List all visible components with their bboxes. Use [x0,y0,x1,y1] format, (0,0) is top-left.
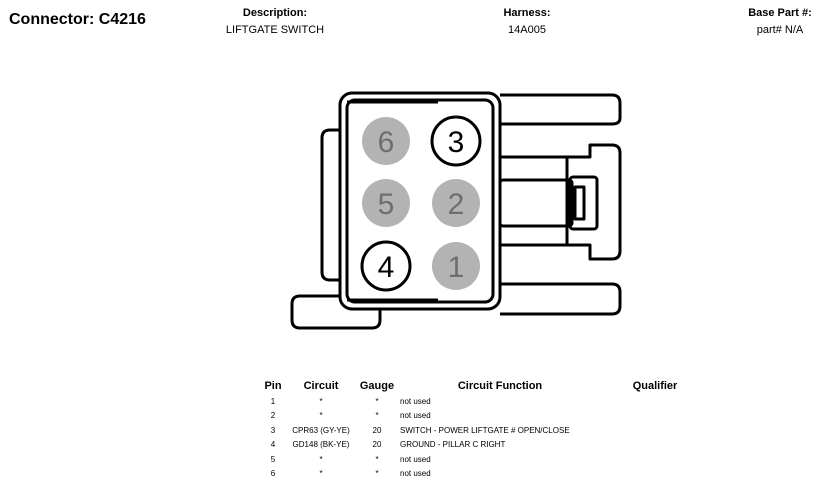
pin-5-cavity [362,179,410,227]
harness-value: 14A005 [508,24,546,36]
cell-gauge: * [375,411,379,421]
cell-qualifier [600,394,710,409]
cell-function: GROUND - PILLAR C RIGHT [400,440,506,450]
table-row: 3 CPR63 (GY-YE) 20 SWITCH - POWER LIFTGA… [258,423,710,438]
description-block: Description: LIFTGATE SWITCH [205,7,345,36]
base-part-block: Base Part #: part# N/A [735,7,823,36]
cell-gauge: * [375,454,379,464]
cell-pin: 1 [270,396,276,406]
cell-qualifier [600,452,710,467]
cell-gauge: 20 [372,425,382,435]
cell-gauge: * [375,469,379,479]
cell-function: not used [400,396,431,406]
pin-4-label: 4 [378,251,395,284]
pin-2-cavity [432,179,480,227]
cell-pin: 3 [270,425,276,435]
cell-qualifier [600,467,710,482]
cell-qualifier [600,423,710,438]
pin-6-cavity [362,117,410,165]
header-gauge: Gauge [359,380,395,392]
table-row: 1 * * not used [258,394,710,409]
cell-function: not used [400,469,431,479]
cell-circuit: CPR63 (GY-YE) [292,425,350,435]
cell-pin: 4 [270,440,276,450]
cell-circuit: GD148 (BK-YE) [292,440,350,450]
description-label: Description: [242,7,308,19]
cell-function: not used [400,411,431,421]
header-pin: Pin [264,380,282,392]
pin-3-label: 3 [448,126,465,159]
cell-pin: 5 [270,454,276,464]
description-value: LIFTGATE SWITCH [225,24,325,36]
pin-5-label: 5 [378,188,395,221]
cell-circuit: * [319,454,323,464]
pin-6-label: 6 [378,126,395,159]
cell-circuit: * [319,469,323,479]
pin-2-label: 2 [448,188,465,221]
header-circuit: Circuit [303,380,339,392]
base-part-value: part# N/A [756,24,804,36]
pin-3-cavity [430,115,482,167]
header-circuit-function: Circuit Function [457,380,543,392]
harness-block: Harness: 14A005 [477,7,577,36]
table-row: 4 GD148 (BK-YE) 20 GROUND - PILLAR C RIG… [258,438,710,453]
table-row: 5 * * not used [258,452,710,467]
pin-1-cavity [432,242,480,290]
cell-qualifier [600,438,710,453]
header-qualifier: Qualifier [632,380,678,392]
cell-function: SWITCH - POWER LIFTGATE # OPEN/CLOSE [400,425,570,435]
table-row: 2 * * not used [258,409,710,424]
cell-circuit: * [319,396,323,406]
cell-pin: 6 [270,469,276,479]
cell-function: not used [400,454,431,464]
table-header-row: Pin Circuit Gauge Circuit Function Quali… [258,378,710,394]
pin-1-label: 1 [448,251,465,284]
cell-circuit: * [319,411,323,421]
connector-housing-outline [290,91,622,330]
pin-4-cavity [360,240,412,292]
cell-gauge: 20 [372,440,382,450]
table-row: 6 * * not used [258,467,710,482]
pinout-table: Pin Circuit Gauge Circuit Function Quali… [258,378,710,481]
cell-qualifier [600,409,710,424]
pin-cavities: 6 3 5 2 4 1 [360,115,482,292]
base-part-label: Base Part #: [748,7,812,19]
cell-gauge: * [375,396,379,406]
cell-pin: 2 [270,411,276,421]
harness-label: Harness: [503,7,551,19]
connector-title: Connector: C4216 [9,11,146,28]
